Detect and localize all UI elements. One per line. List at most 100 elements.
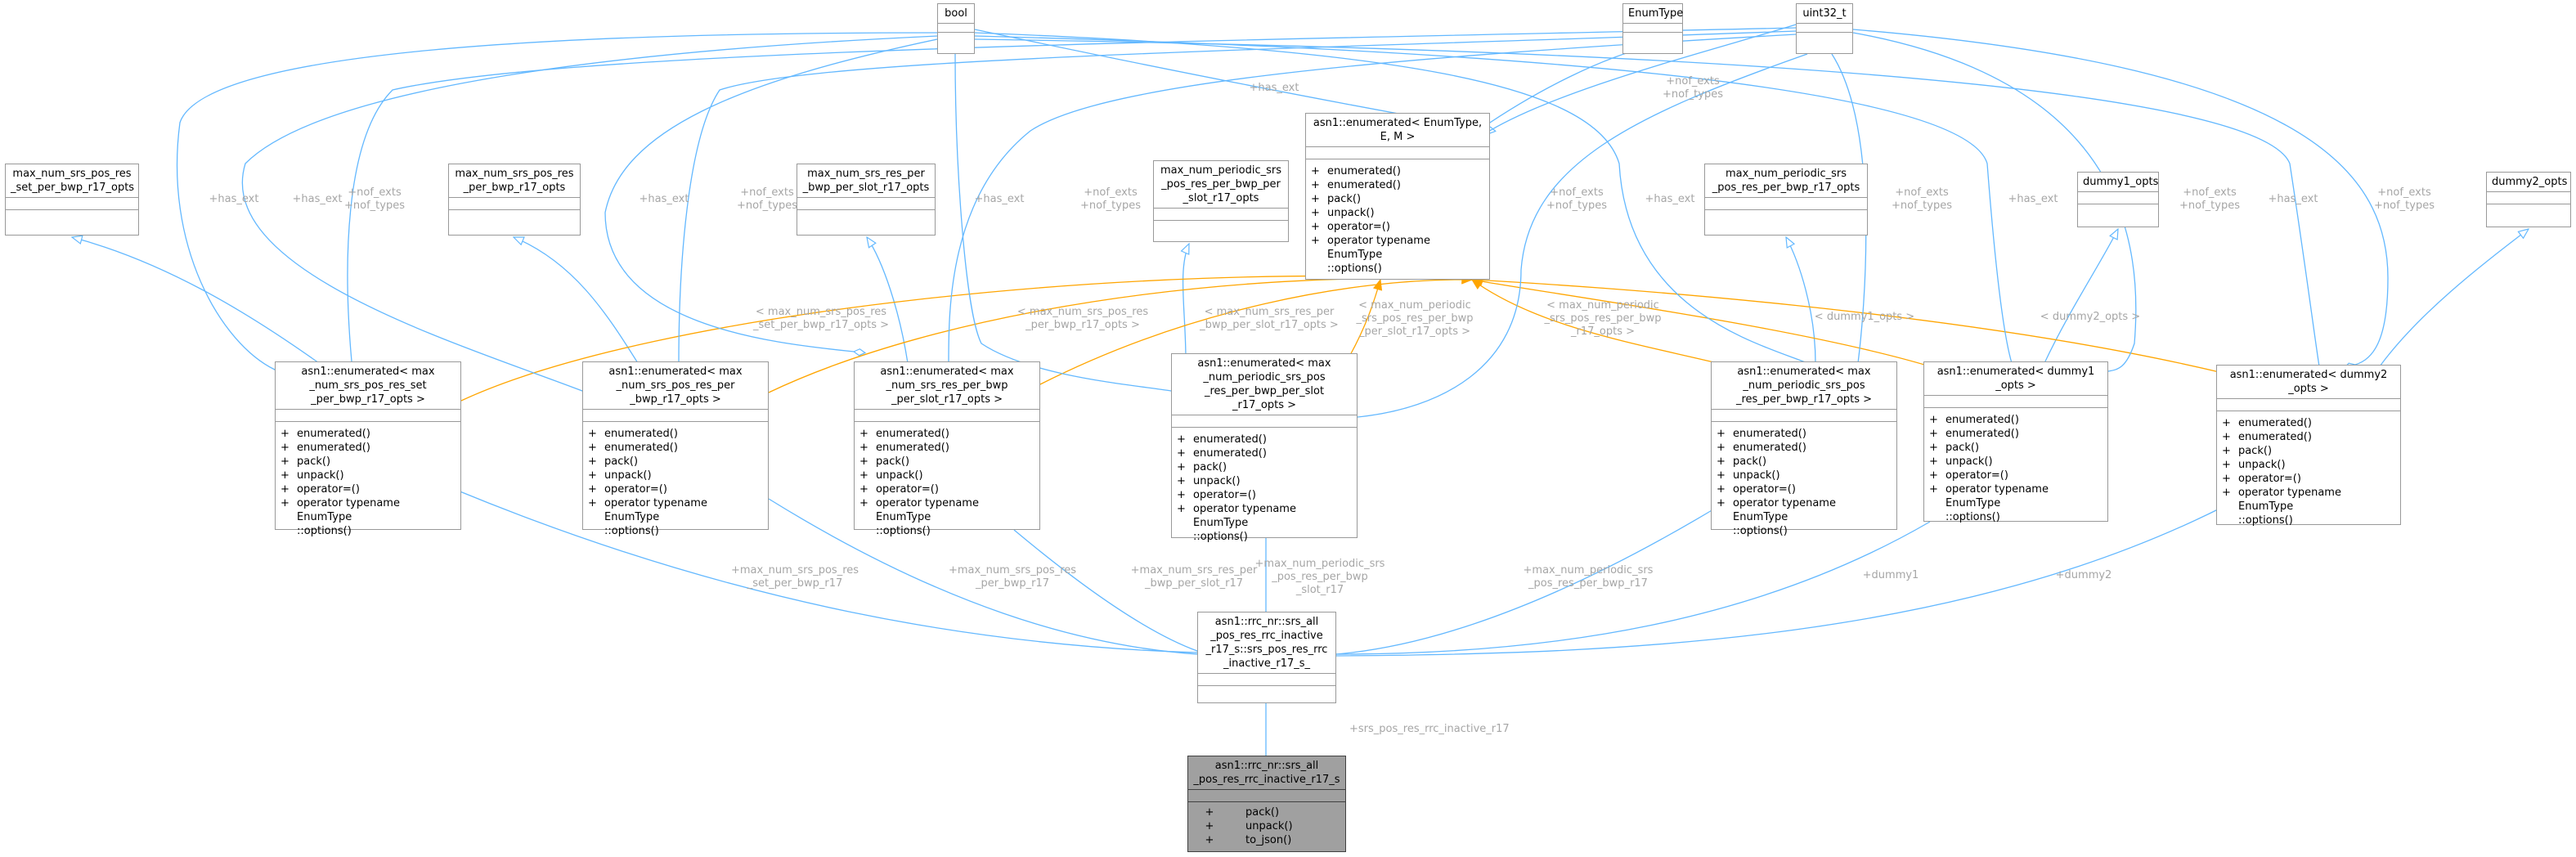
class-enumerated-dummy2[interactable]: asn1::enumerated< dummy2 _opts > +enumer…	[2216, 365, 2401, 527]
edge-inherit-opts4	[1183, 244, 1189, 361]
operation: +enumerated()	[1929, 414, 2019, 426]
class-name: asn1::enumerated< max _num_periodic_srs_…	[1172, 354, 1357, 415]
operation: +enumerated()	[588, 428, 678, 440]
class-enumtype[interactable]: EnumType	[1622, 3, 1683, 54]
operation: +pack()	[859, 455, 910, 468]
operation: +enumerated()	[1177, 447, 1267, 460]
operations: +enumerated() +enumerated() +pack() +unp…	[1306, 159, 1489, 279]
operation: +pack()	[1205, 806, 1280, 819]
operations: +enumerated() +enumerated() +pack() +unp…	[1924, 408, 2107, 527]
operation: +enumerated()	[1177, 433, 1267, 446]
edge-label-template-arg: < max_num_periodic _srs_pos_res_per_bwp …	[1544, 299, 1662, 338]
class-name: asn1::rrc_nr::srs_all _pos_res_rrc_inact…	[1198, 612, 1335, 674]
edge-label-nof-exts-types: +nof_exts +nof_types	[1080, 186, 1141, 212]
class-opts-pos-res[interactable]: max_num_srs_pos_res _per_bwp_r17_opts	[448, 164, 581, 236]
class-srs-pos-res-rrc-inactive[interactable]: asn1::rrc_nr::srs_all _pos_res_rrc_inact…	[1197, 612, 1336, 703]
edge-has-ext-enum7	[974, 38, 2319, 366]
operation: +operator=()	[280, 483, 360, 496]
edge-has-ext-enum2	[242, 35, 938, 391]
operation: +pack()	[1177, 461, 1227, 473]
class-dummy1-opts[interactable]: dummy1_opts	[2077, 172, 2159, 227]
operation: +unpack()	[859, 469, 923, 482]
class-name: asn1::enumerated< dummy2 _opts >	[2217, 366, 2400, 399]
class-name: max_num_srs_pos_res _set_per_bwp_r17_opt…	[6, 164, 138, 198]
class-enumerated-template[interactable]: asn1::enumerated< EnumType, E, M > +enum…	[1305, 113, 1490, 280]
operation: +unpack()	[1717, 469, 1780, 482]
operation: +to_json()	[1205, 834, 1292, 846]
edge-label-member: +max_num_srs_pos_res _set_per_bwp_r17	[730, 564, 859, 590]
class-name: asn1::enumerated< EnumType, E, M >	[1306, 114, 1489, 147]
class-name: asn1::enumerated< dummy1 _opts >	[1924, 362, 2107, 396]
class-name: asn1::enumerated< max _num_periodic_srs_…	[1712, 362, 1896, 410]
operation: +enumerated()	[2222, 431, 2312, 443]
class-uint32[interactable]: uint32_t	[1796, 3, 1853, 54]
class-opts-res-per-slot[interactable]: max_num_srs_res_per _bwp_per_slot_r17_op…	[797, 164, 936, 236]
edge-label-has-ext: +has_ext	[209, 193, 259, 205]
operation: +operator=()	[588, 483, 667, 496]
class-name: bool	[938, 4, 974, 24]
operation: +operator=()	[2222, 473, 2301, 485]
edge-label-has-ext: +has_ext	[974, 193, 1025, 205]
class-opts-periodic[interactable]: max_num_periodic_srs _pos_res_per_bwp_r1…	[1704, 164, 1868, 236]
class-opts-periodic-per-slot[interactable]: max_num_periodic_srs _pos_res_per_bwp_pe…	[1153, 160, 1289, 242]
operations: +enumerated() +enumerated() +pack() +unp…	[2217, 411, 2400, 531]
operation: +unpack()	[2222, 459, 2286, 471]
operation: +pack()	[1311, 193, 1362, 205]
edge-template-enum4	[1349, 280, 1380, 357]
class-bool[interactable]: bool	[937, 3, 975, 54]
operation: +operator typename EnumType ::options()	[588, 497, 707, 537]
class-name: max_num_periodic_srs _pos_res_per_bwp_r1…	[1705, 164, 1867, 198]
edge-label-member: +max_num_srs_pos_res _per_bwp_r17	[948, 564, 1077, 590]
operation: +operator typename EnumType ::options()	[2222, 487, 2341, 527]
operation: +enumerated()	[2222, 417, 2312, 429]
class-name: asn1::rrc_nr::srs_all _pos_res_rrc_inact…	[1188, 756, 1345, 790]
operation: +enumerated()	[859, 428, 949, 440]
class-enumerated-res-per-slot[interactable]: asn1::enumerated< max _num_srs_res_per_b…	[854, 361, 1040, 537]
edge-label-member: +max_num_periodic_srs _pos_res_per_bwp _…	[1254, 558, 1385, 596]
operations: +enumerated() +enumerated() +pack() +unp…	[1172, 428, 1357, 547]
edge-has-ext-enum3	[604, 38, 938, 352]
operation: +unpack()	[1929, 455, 1993, 468]
edge-label-member: +dummy2	[2055, 569, 2112, 581]
edge-nof-enum1	[347, 27, 1797, 361]
operation: +pack()	[588, 455, 639, 468]
class-enumerated-pos-res-set[interactable]: asn1::enumerated< max _num_srs_pos_res_s…	[275, 361, 461, 537]
edge-label-member: +srs_pos_res_rrc_inactive_r17	[1349, 723, 1510, 735]
edge-nof-enum2	[679, 30, 1797, 361]
class-name: max_num_srs_res_per _bwp_per_slot_r17_op…	[797, 164, 935, 198]
operation: +operator typename EnumType ::options()	[859, 497, 979, 537]
class-opts-pos-res-set[interactable]: max_num_srs_pos_res _set_per_bwp_r17_opt…	[5, 164, 139, 236]
edge-member-enum6	[1336, 521, 1931, 654]
class-name: max_num_srs_pos_res _per_bwp_r17_opts	[449, 164, 580, 198]
operation: +operator=()	[1177, 489, 1256, 501]
edge-label-template-arg: < max_num_srs_res_per _bwp_per_slot_r17_…	[1200, 306, 1339, 331]
class-enumerated-periodic-per-slot[interactable]: asn1::enumerated< max _num_periodic_srs_…	[1171, 353, 1358, 543]
class-name: dummy2_opts	[2487, 173, 2570, 192]
edge-member-enum5	[1336, 506, 1718, 654]
operations: +enumerated() +enumerated() +pack() +unp…	[855, 422, 1039, 541]
edge-label-template-arg: < dummy1_opts >	[1814, 311, 1915, 323]
class-name: max_num_periodic_srs _pos_res_per_bwp_pe…	[1154, 161, 1288, 209]
operation: +unpack()	[280, 469, 344, 482]
edge-label-has-ext: +has_ext	[1249, 82, 1299, 94]
edge-nof-enum7	[1852, 29, 2389, 365]
edge-label-nof-exts-types: +nof_exts +nof_types	[1663, 75, 1723, 101]
edge-inherit-opts2	[514, 237, 639, 364]
edge-label-has-ext: +has_ext	[2268, 193, 2318, 205]
operation: +unpack()	[1205, 820, 1293, 832]
class-enumerated-periodic[interactable]: asn1::enumerated< max _num_periodic_srs_…	[1711, 361, 1897, 537]
edge-label-nof-exts-types: +nof_exts +nof_types	[2179, 186, 2240, 212]
edge-nof-enum6	[1852, 32, 2137, 371]
operation: +unpack()	[1177, 475, 1241, 487]
edge-label-nof-exts-types: +nof_exts +nof_types	[1892, 186, 1952, 212]
edge-member-enum7	[1336, 506, 2224, 656]
class-enumerated-pos-res[interactable]: asn1::enumerated< max _num_srs_pos_res_p…	[582, 361, 769, 537]
class-dummy2-opts[interactable]: dummy2_opts	[2486, 172, 2571, 227]
operation: +operator typename EnumType ::options()	[1929, 483, 2049, 523]
class-enumerated-dummy1[interactable]: asn1::enumerated< dummy1 _opts > +enumer…	[1923, 361, 2108, 523]
class-srs-all-pos-res-rrc-inactive[interactable]: asn1::rrc_nr::srs_all _pos_res_rrc_inact…	[1187, 756, 1346, 852]
operation: +operator typename EnumType ::options()	[1177, 503, 1296, 543]
edge-member-enum1	[457, 490, 1197, 653]
edge-label-template-arg: < max_num_srs_pos_res _per_bwp_r17_opts …	[1016, 306, 1149, 331]
